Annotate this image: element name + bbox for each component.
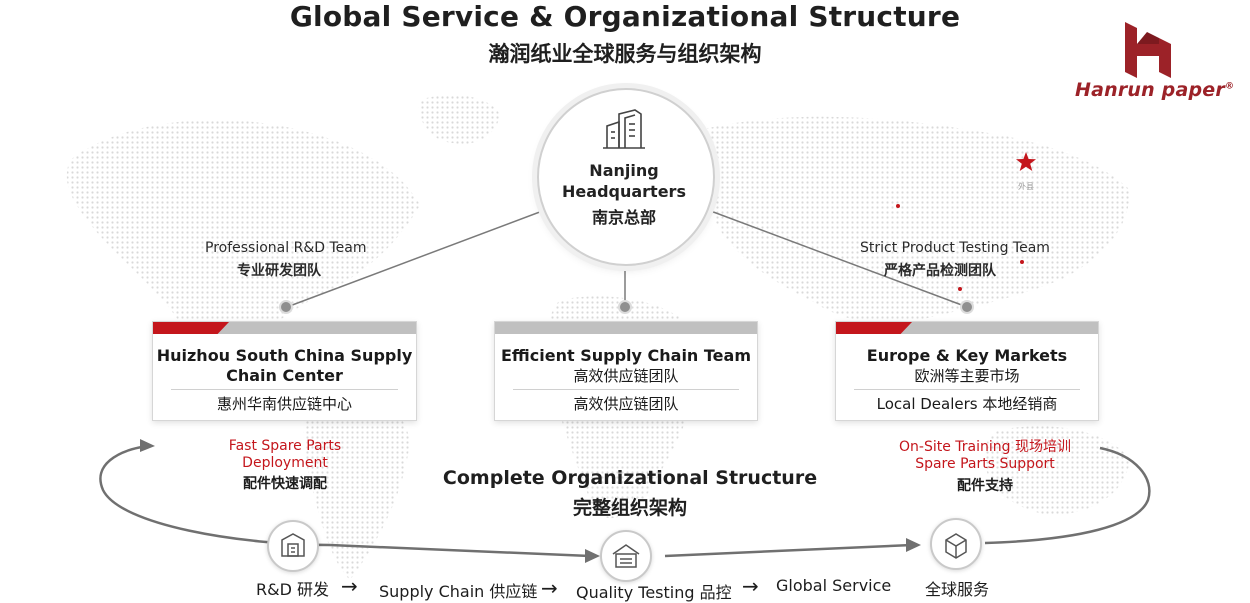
hanrun-logo-mark <box>1125 22 1171 78</box>
node-dot-right <box>960 300 974 314</box>
card-accent-red <box>836 322 912 334</box>
card-title-line2: 高效供应链团队 <box>573 367 679 385</box>
note-left-line1: Fast Spare Parts <box>228 438 342 454</box>
hub-label-nanjing: Nanjing <box>589 161 659 180</box>
hanrun-logo-text: Hanrun paper® <box>1075 79 1234 101</box>
flow-arrow-1: → <box>341 574 358 598</box>
hub-label-chinese: 南京总部 <box>591 208 656 227</box>
flow-arrow-2: → <box>541 576 558 600</box>
card-supply-chain: Efficient Supply Chain Team 高效供应链团队 高效供应… <box>494 321 758 421</box>
map-city-label: 外县 <box>1018 182 1034 191</box>
star-icon <box>1016 152 1036 171</box>
process-node-supply <box>600 530 652 582</box>
card-title-line2: 欧洲等主要市场 <box>914 367 1020 385</box>
card-subtitle: 惠州华南供应链中心 <box>216 395 352 413</box>
card-divider <box>513 389 739 390</box>
branch-right-label-chinese: 严格产品检测团队 <box>884 263 996 279</box>
map-marker-dot <box>1020 260 1024 264</box>
logo-wordmark: Hanrun paper <box>1075 79 1225 101</box>
flow-supply: Supply Chain 供应链 <box>379 582 538 601</box>
main-title: Global Service & Organizational Structur… <box>289 0 961 33</box>
card-subtitle: 高效供应链团队 <box>573 395 679 413</box>
globe-box-icon <box>945 533 967 559</box>
card-divider <box>854 389 1080 390</box>
flow-global: Global Service <box>776 576 892 595</box>
note-left-chinese: 配件快速调配 <box>243 476 327 492</box>
card-divider <box>171 389 398 390</box>
branch-right-label: Strict Product Testing Team <box>860 240 1050 256</box>
card-header-bar <box>495 322 757 334</box>
logo-registered-mark: ® <box>1224 81 1235 92</box>
center-caption-chinese: 完整组织架构 <box>572 497 687 519</box>
card-title-line1: Europe & Key Markets <box>866 346 1068 365</box>
card-subtitle: Local Dealers 本地经销商 <box>876 395 1058 413</box>
warehouse-icon <box>612 544 640 568</box>
note-right-chinese: 配件支持 <box>957 478 1013 494</box>
center-caption: Complete Organizational Structure <box>442 467 818 489</box>
card-huizhou: Huizhou South China Supply Chain Center … <box>152 321 417 421</box>
card-title-line1: Efficient Supply Chain Team <box>501 346 751 365</box>
hub-label-headquarters: Headquarters <box>562 182 686 201</box>
flow-quality: Quality Testing 品控 <box>576 583 732 602</box>
branch-left-label: Professional R&D Team <box>205 240 367 256</box>
branch-left-label-chinese: 专业研发团队 <box>237 263 321 279</box>
process-node-rd <box>267 520 319 572</box>
map-marker-dot <box>896 204 900 208</box>
card-title-line1: Huizhou South China Supply <box>156 346 413 365</box>
card-europe: Europe & Key Markets 欧洲等主要市场 Local Deale… <box>835 321 1099 421</box>
flow-global-chinese: 全球服务 <box>925 580 990 599</box>
map-marker-dot <box>958 287 962 291</box>
note-right-line1: On-Site Training 现场培训 <box>899 439 1071 455</box>
flow-rd: R&D 研发 <box>256 580 330 599</box>
note-left-line2: Deployment <box>242 455 328 471</box>
node-dot-center <box>618 300 632 314</box>
card-accent-red <box>153 322 229 334</box>
building-icon <box>603 109 645 149</box>
process-node-global <box>930 518 982 570</box>
node-dot-left <box>279 300 293 314</box>
main-title-chinese: 瀚润纸业全球服务与组织架构 <box>488 42 762 66</box>
lab-icon <box>281 533 305 557</box>
note-right-line2: Spare Parts Support <box>915 456 1055 472</box>
card-title-line2: Chain Center <box>226 366 343 385</box>
flow-arrow-3: → <box>742 574 759 598</box>
